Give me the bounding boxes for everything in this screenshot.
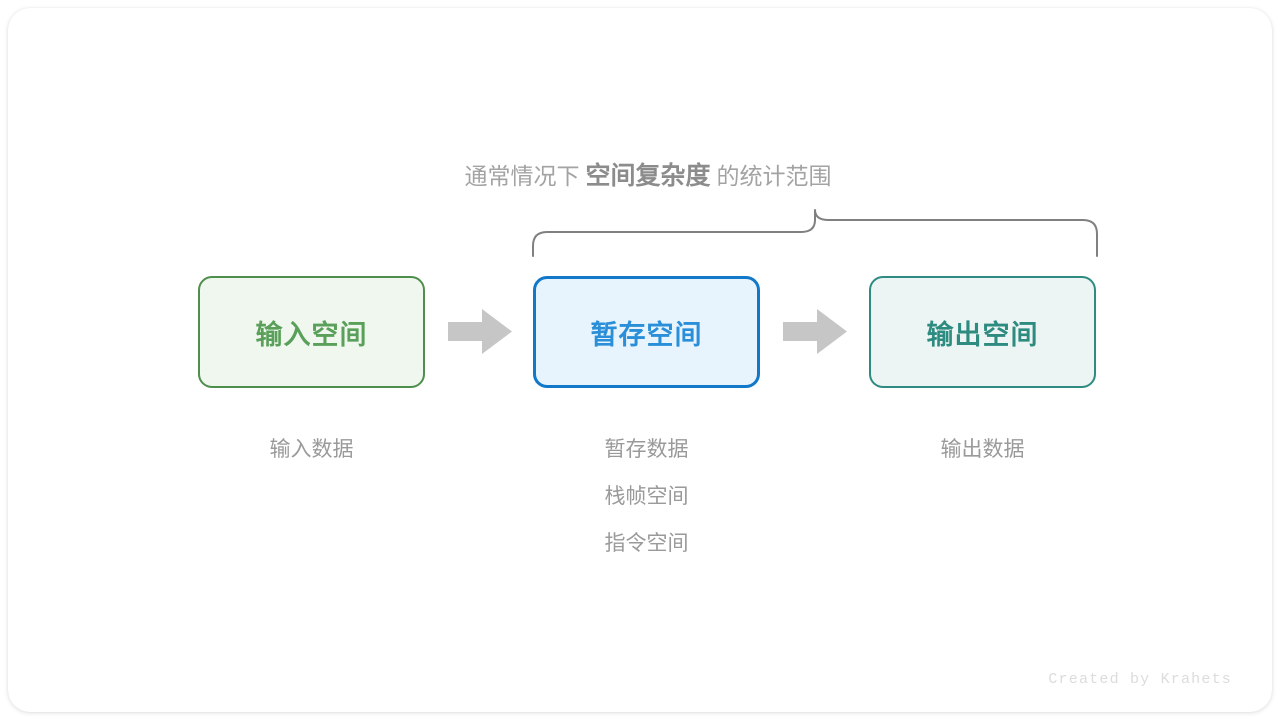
- caption-prefix: 通常情况下: [464, 163, 580, 189]
- detail-line: 指令空间: [604, 532, 689, 555]
- right-arrow-icon: [448, 309, 512, 354]
- column-temp-details: 暂存数据 栈帧空间 指令空间: [533, 426, 760, 567]
- curly-brace-icon: [532, 209, 1098, 257]
- column-input-details: 输入数据: [198, 426, 425, 473]
- arrow-input-to-temp: [448, 309, 512, 354]
- box-temp-space[interactable]: 暂存空间: [533, 276, 760, 388]
- column-output-details: 输出数据: [869, 426, 1096, 473]
- diagram-caption: 通常情况下空间复杂度的统计范围: [8, 158, 1280, 194]
- watermark: Created by Krahets: [1048, 671, 1232, 688]
- detail-line: 输出数据: [940, 438, 1025, 461]
- box-output-space[interactable]: 输出空间: [869, 276, 1096, 388]
- caption-suffix: 的统计范围: [716, 163, 832, 189]
- detail-line: 栈帧空间: [604, 485, 689, 508]
- diagram-card: 通常情况下空间复杂度的统计范围 输入空间 暂存空间: [8, 8, 1272, 712]
- arrow-temp-to-output: [783, 309, 847, 354]
- caption-emphasis: 空间复杂度: [585, 162, 711, 190]
- box-input-space[interactable]: 输入空间: [198, 276, 425, 388]
- detail-line: 输入数据: [269, 438, 354, 461]
- box-input-space-label: 输入空间: [255, 319, 368, 350]
- right-arrow-icon: [783, 309, 847, 354]
- column-captions: 输入数据 暂存数据 栈帧空间 指令空间 输出数据: [198, 426, 1098, 596]
- box-temp-space-label: 暂存空间: [590, 319, 703, 350]
- flow-row: 输入空间 暂存空间 输出空间: [198, 276, 1098, 388]
- detail-line: 暂存数据: [604, 438, 689, 461]
- box-output-space-label: 输出空间: [926, 319, 1039, 350]
- curly-brace: [523, 204, 1108, 262]
